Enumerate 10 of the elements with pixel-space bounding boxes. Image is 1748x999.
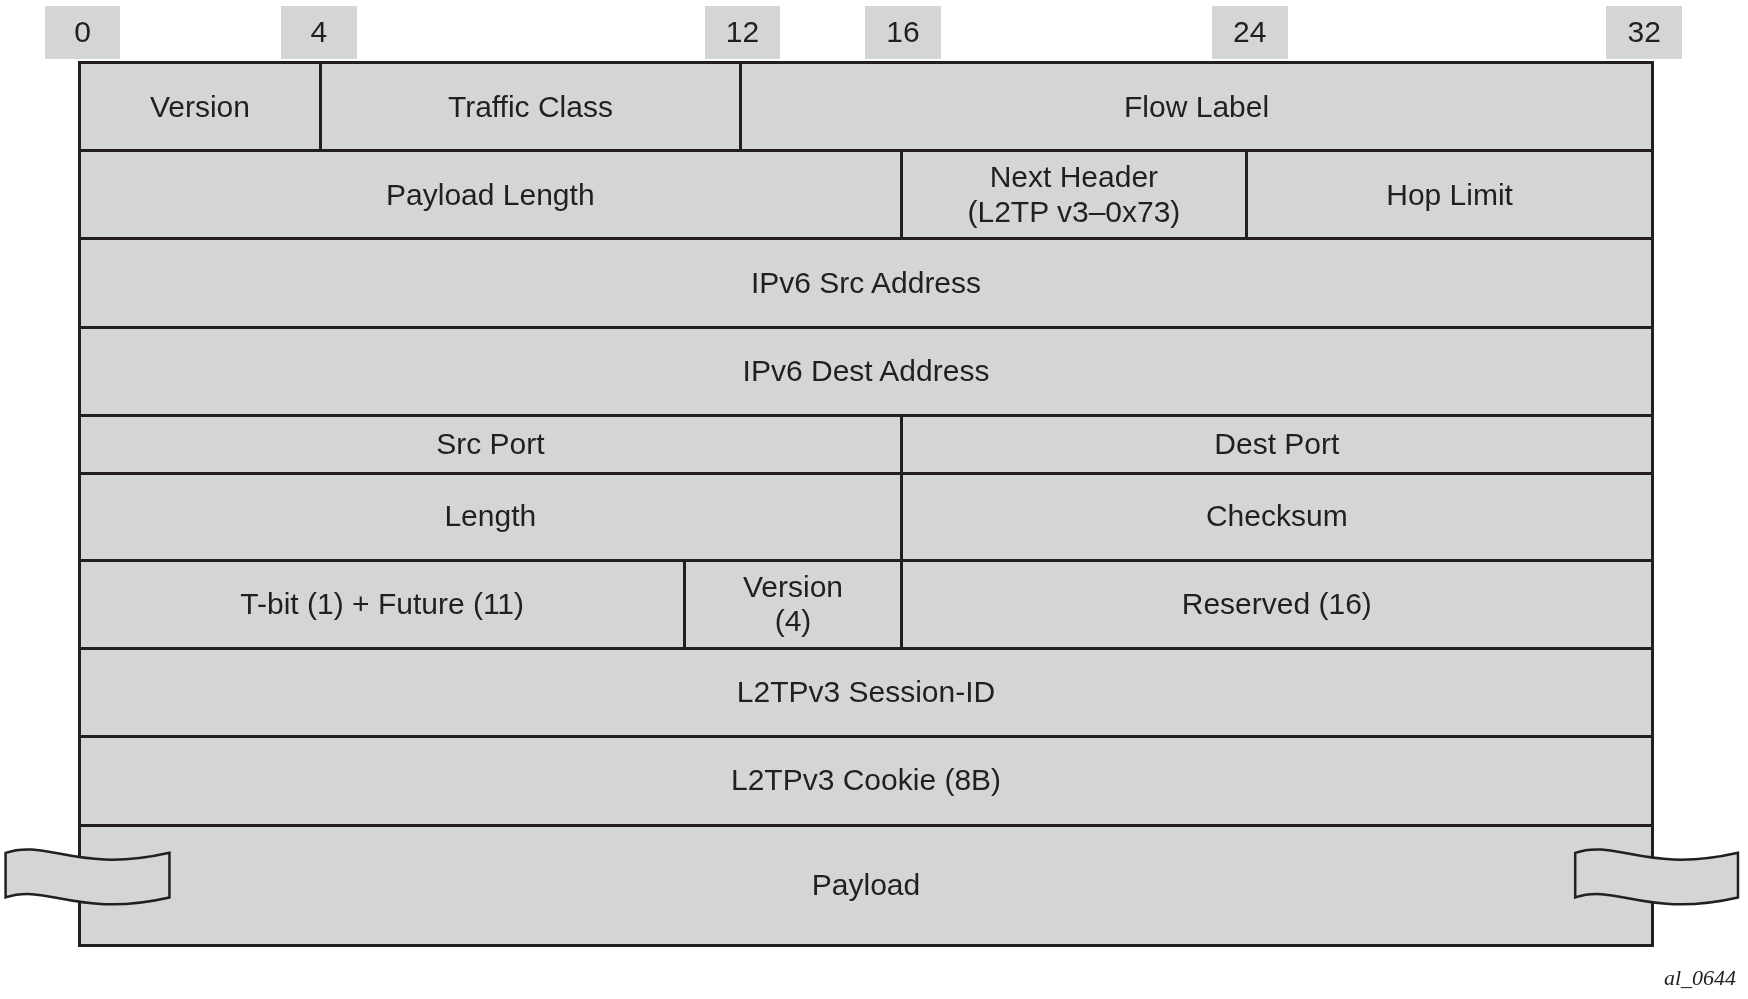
header-field: IPv6 Src Address (78, 237, 1654, 329)
break-mark (4, 848, 171, 906)
bit-position-label: 0 (44, 5, 121, 60)
bit-position-label: 32 (1606, 5, 1683, 60)
bit-position-label: 24 (1211, 5, 1288, 60)
bit-position-label: 12 (704, 5, 781, 60)
bit-position-label: 16 (865, 5, 941, 60)
bit-position-label: 4 (280, 5, 357, 60)
break-mark (1573, 848, 1740, 906)
figure-id: al_0644 (1663, 965, 1736, 992)
